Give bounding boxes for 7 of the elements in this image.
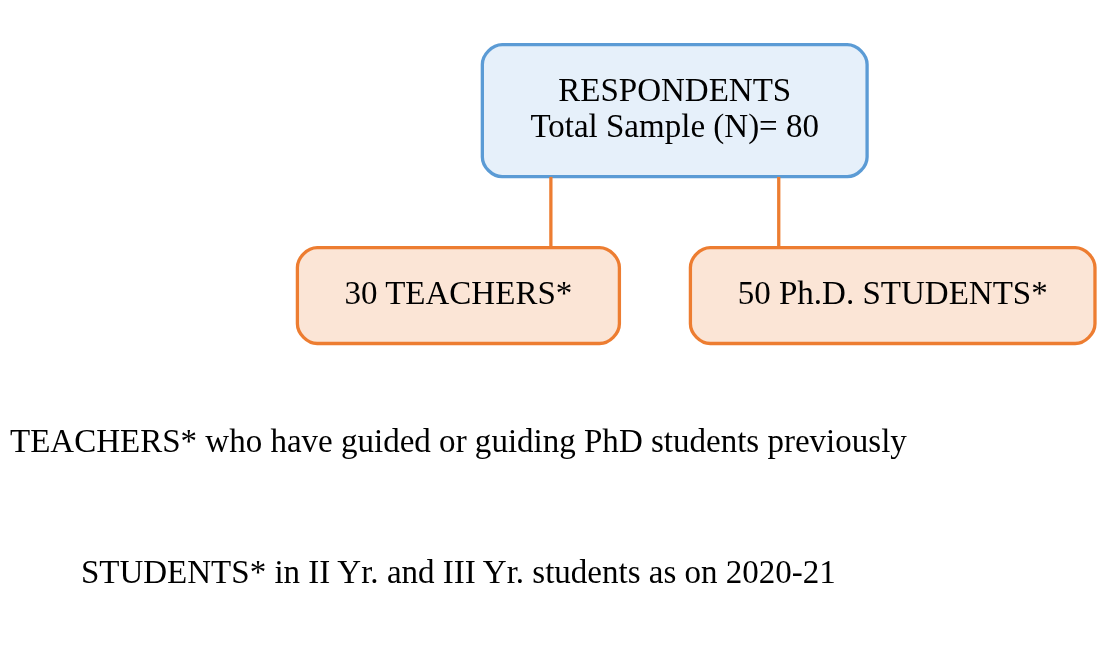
connector xyxy=(777,176,781,247)
connector xyxy=(549,176,553,247)
node-box: RESPONDENTS Total Sample (N)= 80 xyxy=(480,42,869,178)
node-box: 50 Ph.D. STUDENTS* xyxy=(688,245,1097,345)
node-box: 30 TEACHERS* xyxy=(295,245,622,345)
label: STUDENTS* in II Yr. and III Yr. students as on 2020-21 xyxy=(80,553,836,590)
label: TEACHERS* who have guided or guiding PhD students previously xyxy=(9,422,907,459)
